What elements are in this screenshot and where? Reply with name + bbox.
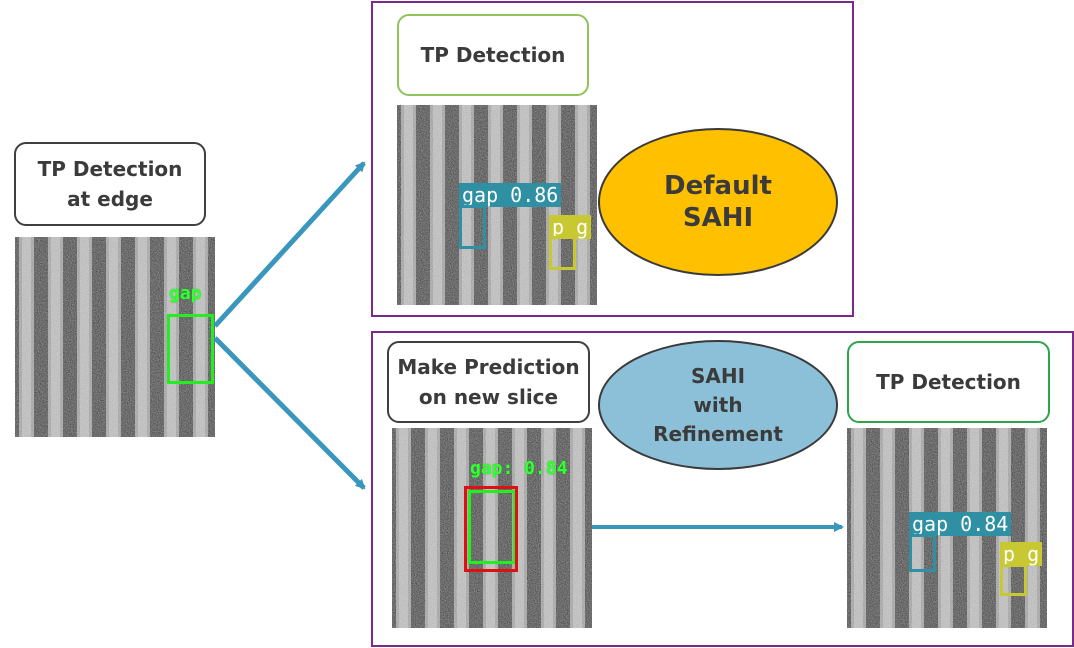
prediction-green-box: [468, 490, 516, 564]
top-pg-box: [549, 236, 576, 270]
make-prediction-title: Make Prediction on new slice: [387, 341, 590, 423]
default-sahi-line1: Default: [664, 171, 772, 201]
refined-sahi-line2: with: [693, 392, 743, 417]
refined-sahi-panel: [371, 331, 1074, 647]
top-detection-title: TP Detection: [397, 14, 589, 96]
edge-sem-image: gap: [15, 237, 215, 437]
top-gap-label: gap 0.86: [459, 183, 562, 207]
default-sahi-ellipse: Default SAHI: [598, 128, 838, 276]
edge-title-line2: at edge: [67, 187, 153, 211]
top-gap-box: [459, 205, 486, 249]
top-sem-image: gap 0.86 p_g: [397, 105, 597, 305]
edge-gap-label: gap: [169, 283, 202, 304]
top-pg-label: p_g: [549, 215, 592, 239]
refined-sahi-line1: SAHI: [690, 363, 746, 388]
result-sem-image: gap 0.84 p_g: [847, 428, 1047, 628]
edge-detection-title: TP Detection at edge: [14, 142, 206, 226]
result-detection-title-text: TP Detection: [876, 370, 1021, 394]
result-pg-label: p_g: [1000, 542, 1043, 566]
edge-gap-box: [167, 314, 214, 384]
edge-title-line1: TP Detection: [37, 157, 183, 181]
prediction-gap-label: gap: 0.84: [470, 458, 568, 479]
result-detection-title: TP Detection: [847, 341, 1050, 423]
arrow-to-default-sahi: [213, 161, 366, 328]
default-sahi-line2: SAHI: [682, 203, 754, 233]
refined-sahi-line3: Refinement: [653, 421, 783, 446]
result-gap-box: [909, 534, 936, 572]
make-prediction-line1: Make Prediction: [397, 355, 580, 379]
result-gap-label: gap 0.84: [909, 512, 1012, 536]
top-detection-title-text: TP Detection: [420, 43, 566, 67]
refined-sahi-ellipse: SAHI with Refinement: [598, 340, 838, 470]
arrow-to-refined-sahi: [213, 336, 366, 490]
result-pg-box: [1000, 564, 1027, 596]
prediction-sem-image: gap: 0.84: [392, 428, 592, 628]
default-sahi-panel: [371, 1, 854, 317]
prediction-red-box: [464, 486, 518, 572]
make-prediction-line2: on new slice: [418, 385, 559, 409]
